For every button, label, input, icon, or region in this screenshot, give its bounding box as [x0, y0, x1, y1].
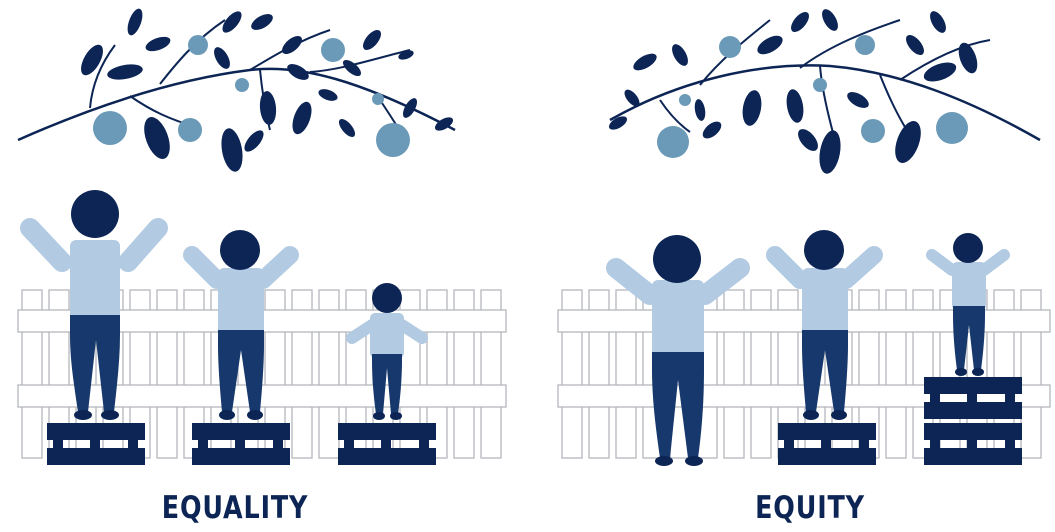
leaf [127, 8, 143, 36]
leaf [742, 90, 762, 126]
leaf [822, 9, 838, 31]
leaf [847, 92, 869, 108]
leaf [672, 44, 688, 66]
leaf [282, 36, 302, 54]
leaf [259, 91, 277, 125]
leaf [338, 118, 356, 138]
leaf [434, 117, 454, 131]
berry [321, 38, 345, 62]
leaf [287, 64, 309, 80]
leaf [81, 44, 103, 76]
berry [93, 111, 127, 145]
tree-branch-left [17, 8, 456, 172]
person-medium-equality [183, 230, 299, 420]
leaf [145, 36, 171, 52]
leaf [107, 64, 143, 80]
leaf [958, 42, 978, 74]
leaf [318, 89, 338, 101]
leaf [923, 62, 957, 82]
crate-equality-1 [47, 423, 145, 465]
berry [813, 78, 827, 92]
leaf [363, 30, 381, 50]
leaf [786, 89, 804, 123]
leaf [694, 99, 706, 121]
leaf [244, 130, 264, 152]
equality-caption: EQUALITY [161, 490, 309, 526]
berry [861, 119, 885, 143]
person-tall-equity [606, 235, 750, 466]
leaf [342, 59, 362, 77]
person-short-equality [346, 283, 428, 420]
berry [372, 93, 384, 105]
person-tall-equality [20, 190, 168, 420]
crate-equity-short-bottom [924, 423, 1022, 465]
leaf [292, 101, 312, 135]
person-short-equity [926, 233, 1010, 376]
tree-branch-right [608, 9, 1041, 174]
leaf [895, 120, 921, 164]
leaf [798, 129, 818, 151]
leaf [144, 116, 170, 160]
crate-equality-2 [192, 423, 290, 465]
leaf [222, 11, 242, 33]
berry [679, 94, 691, 106]
crate-equality-3 [338, 423, 436, 465]
leaf [702, 121, 722, 139]
person-medium-equity [766, 230, 883, 420]
crate-equity-medium [778, 423, 876, 465]
leaf [221, 128, 243, 172]
berry [235, 78, 249, 92]
berry [178, 118, 202, 142]
berry [376, 123, 410, 157]
berry [936, 112, 968, 144]
leaf [930, 11, 946, 33]
berry [657, 126, 689, 158]
leaf [403, 98, 417, 118]
equity-caption: EQUITY [755, 490, 865, 526]
leaf [819, 130, 841, 174]
berry [855, 35, 875, 55]
crate-equity-short-top [924, 377, 1022, 419]
leaf [608, 116, 628, 130]
berry [188, 35, 208, 55]
berry [719, 36, 741, 58]
leaf [398, 50, 414, 60]
leaf [214, 47, 230, 69]
leaf [633, 53, 657, 71]
leaf [757, 35, 783, 55]
leaf [906, 35, 924, 55]
leaf [251, 14, 273, 30]
leaf [624, 89, 640, 107]
leaf [791, 12, 809, 32]
